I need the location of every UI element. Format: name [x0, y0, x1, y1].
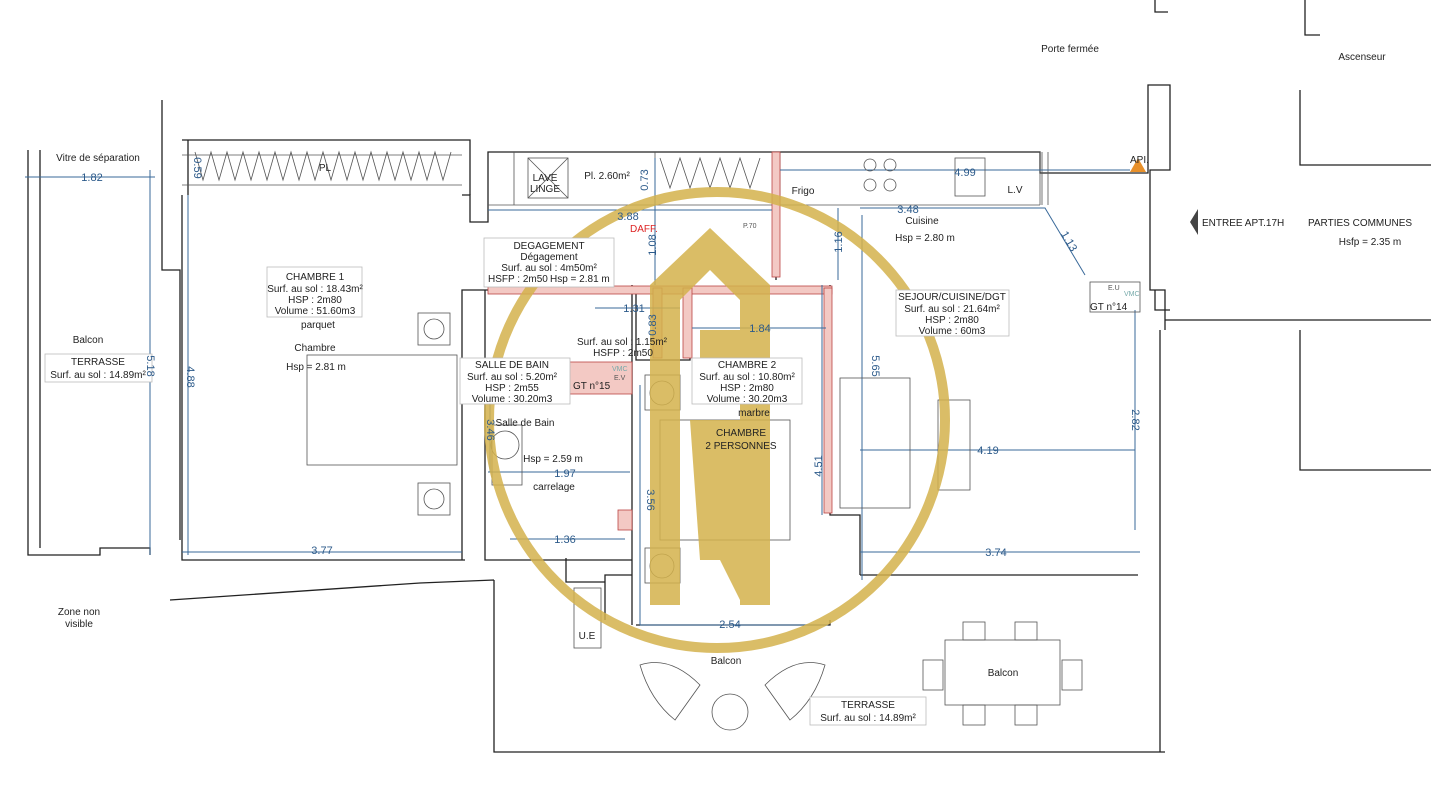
label-porte-fermee: Porte fermée [1041, 44, 1099, 55]
sdb-surf: Surf. au sol : 5.20m² [467, 372, 558, 383]
dim-1-97: 1.97 [554, 468, 575, 480]
chambre2-floor: marbre [738, 408, 770, 419]
entry-arrow-icon [1190, 209, 1198, 235]
balcon-left-surf: Surf. au sol : 14.89m² [50, 370, 146, 381]
label-vitre: Vitre de séparation [56, 153, 140, 164]
dim-3-88: 3.88 [617, 211, 638, 223]
sdb-name: Salle de Bain [496, 418, 555, 429]
dim-2-82: 2.82 [1129, 409, 1141, 430]
dim-1-84: 1.84 [749, 323, 770, 335]
dim-4-99: 4.99 [954, 167, 975, 179]
degagement-surf: Surf. au sol : 4m50m² [501, 263, 597, 274]
dim-1-82: 1.82 [81, 172, 102, 184]
dim-3-48: 3.48 [897, 204, 918, 216]
dim-5-18: 5.18 [144, 355, 156, 376]
dim-3-56: 3.56 [644, 489, 656, 510]
sejour-surf: Surf. au sol : 21.64m² [904, 304, 1000, 315]
warning-icon [1130, 158, 1146, 172]
chambre1-name: Chambre [294, 343, 336, 354]
chambre1-hsp2: Hsp = 2.81 m [286, 362, 346, 373]
label-parties-hsfp: Hsfp = 2.35 m [1339, 237, 1402, 248]
dim-4-51: 4.51 [813, 455, 825, 476]
gt14-label: GT n°14 [1090, 302, 1128, 313]
degagement-title: DEGAGEMENT [513, 241, 584, 252]
cuisine-name: Cuisine [905, 216, 939, 227]
label-entree: ENTREE APT.17H [1202, 218, 1284, 229]
sdb-floor: carrelage [533, 482, 575, 493]
placard-surface: Pl. 2.60m² [584, 171, 630, 182]
dim-5-65: 5.65 [869, 355, 881, 376]
balcon-bottom-surf: Surf. au sol : 14.89m² [820, 713, 916, 724]
door-p70-label: P.70 [743, 223, 757, 230]
sejour-title: SEJOUR/CUISINE/DGT [898, 292, 1006, 303]
label-ascenseur: Ascenseur [1338, 52, 1386, 63]
cuisine-frigo: Frigo [792, 186, 815, 197]
sejour-hsp: HSP : 2m80 [925, 315, 979, 326]
dim-1-16: 1.16 [833, 231, 845, 252]
balcon-bottom-title: TERRASSE [841, 700, 895, 711]
dim-3-74: 3.74 [985, 547, 1006, 559]
chambre2-hsp: HSP : 2m80 [720, 383, 774, 394]
dim-3-77: 3.77 [311, 545, 332, 557]
daff-label: DAFF. [630, 224, 658, 235]
chambre2-name2: 2 PERSONNES [705, 441, 776, 452]
sdb-title: SALLE DE BAIN [475, 360, 549, 371]
dim-0-73: 0.73 [639, 169, 651, 190]
dim-1-13: 1.13 [1058, 229, 1079, 254]
cuisine-hsp: Hsp = 2.80 m [895, 233, 955, 244]
label-parties-communes: PARTIES COMMUNES [1308, 218, 1412, 229]
vmc2-label: VMC [1124, 291, 1140, 298]
dim-0-83: 0.83 [647, 314, 659, 335]
dim-3-46: 3.46 [484, 419, 496, 440]
chambre1-title: CHAMBRE 1 [286, 272, 345, 283]
dim-1-08: 1.08 [647, 234, 659, 255]
balcon-left-name: Balcon [73, 335, 104, 346]
balcon-left-title: TERRASSE [71, 357, 125, 368]
dim-4-19: 4.19 [977, 445, 998, 457]
chambre1-floor: parquet [301, 320, 335, 331]
label-zone-2: visible [65, 619, 93, 630]
ue-label: U.E [579, 631, 596, 642]
cuisine-lv: L.V [1007, 185, 1022, 196]
dimension-labels: 1.82 0.59 0.73 4.99 3.88 1.08 1.16 3.48 … [81, 157, 1141, 631]
vmc-label: VMC [612, 366, 628, 373]
cuisine-api: API. [1130, 155, 1149, 166]
lave-linge-2: LINGE [530, 184, 560, 195]
watermark-logo [484, 187, 950, 653]
dim-0-59: 0.59 [191, 157, 203, 178]
balcon-bottom-name: Balcon [711, 656, 742, 667]
degagement-hsfp: HSFP : 2m50 [488, 274, 548, 285]
wc-hsfp: HSFP : 2m50 [593, 348, 653, 359]
chambre2-surf: Surf. au sol : 10.80m² [699, 372, 795, 383]
wc-surf: Surf. au sol : 1.15m² [577, 337, 668, 348]
chambre2-title: CHAMBRE 2 [718, 360, 777, 371]
lave-linge-1: LAVE [533, 173, 558, 184]
gt15-label: GT n°15 [573, 381, 611, 392]
chambre1-hsp: HSP : 2m80 [288, 295, 342, 306]
dim-2-54: 2.54 [719, 619, 740, 631]
sejour-volume: Volume : 60m3 [919, 326, 986, 337]
chambre2-volume: Volume : 30.20m3 [707, 394, 788, 405]
sdb-hsp: HSP : 2m55 [485, 383, 539, 394]
balcon-table-name: Balcon [988, 668, 1019, 679]
ev-label: E.V [614, 375, 626, 382]
degagement-hsp: Hsp = 2.81 m [550, 274, 610, 285]
chambre2-name1: CHAMBRE [716, 428, 766, 439]
dim-1-36: 1.36 [554, 534, 575, 546]
sdb-volume: Volume : 30.20m3 [472, 394, 553, 405]
chambre1-surf: Surf. au sol : 18.43m² [267, 284, 363, 295]
chambre1-volume: Volume : 51.60m3 [275, 306, 356, 317]
dim-4-88: 4.88 [184, 366, 196, 387]
eu-label: E.U [1108, 285, 1120, 292]
placard-ch1: PL [319, 163, 332, 174]
degagement-overlay: Dégagement [520, 252, 577, 263]
dim-1-31: 1.31 [623, 303, 644, 315]
label-zone-1: Zone non [58, 607, 100, 618]
sdb-hsp2: Hsp = 2.59 m [523, 454, 583, 465]
